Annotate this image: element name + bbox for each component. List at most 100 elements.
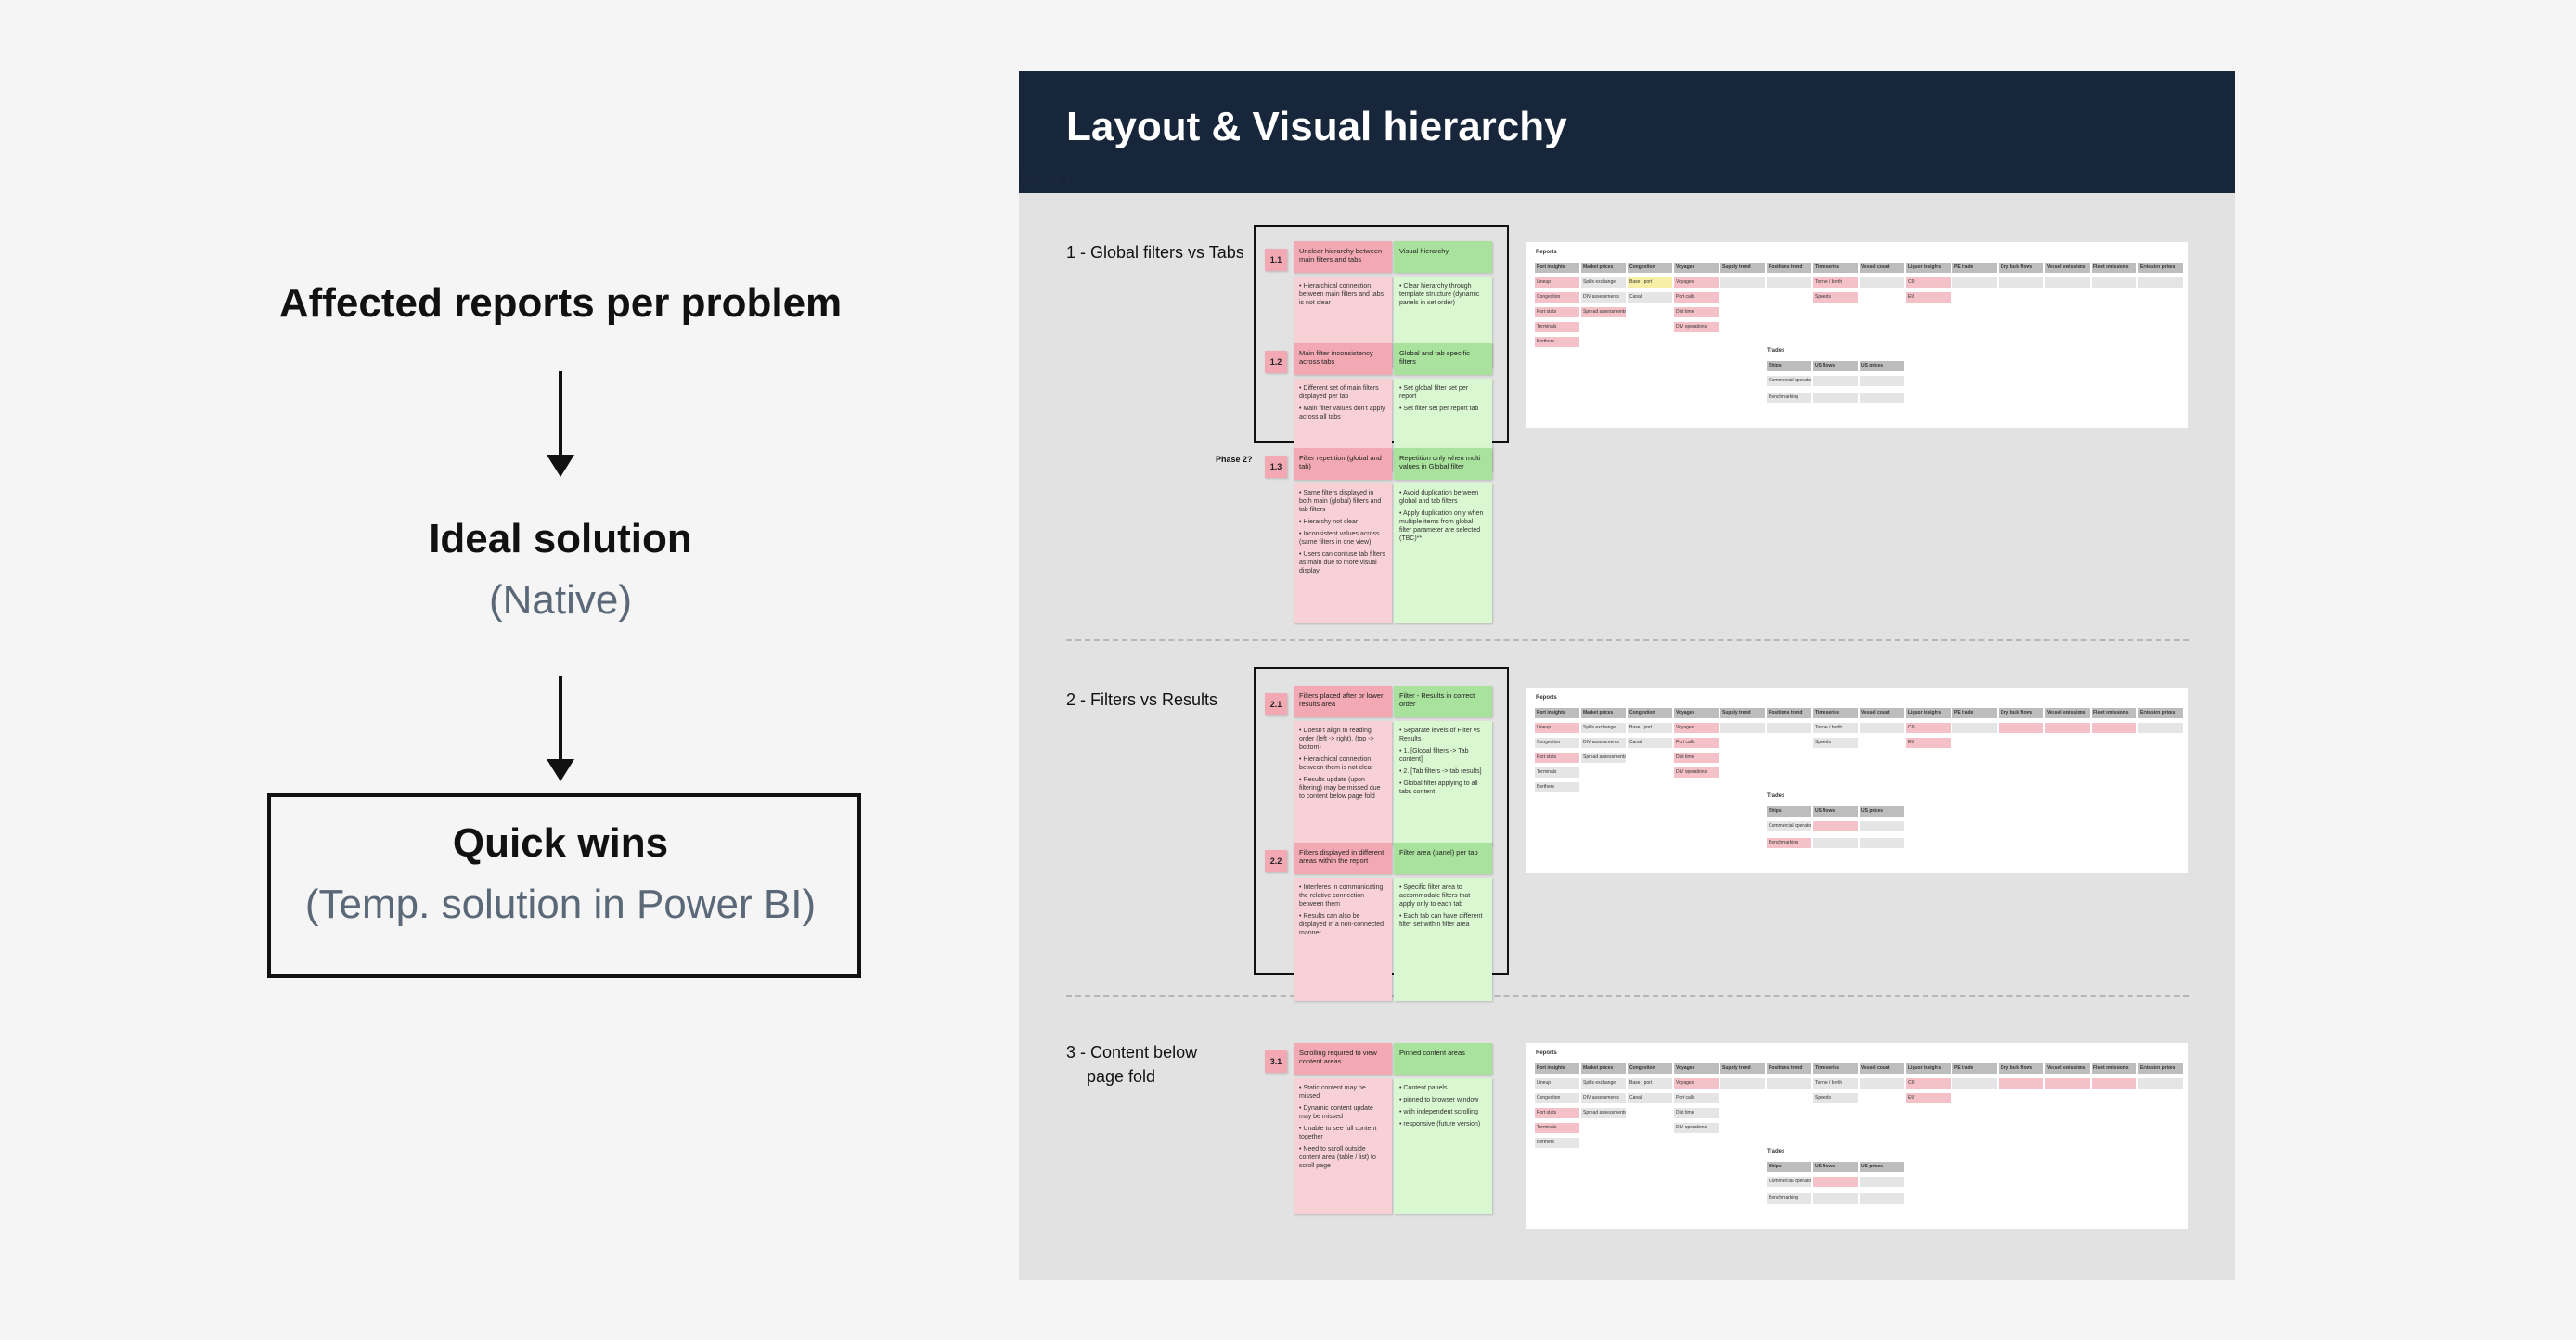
board-header: Layout & Visual hierarchy bbox=[1019, 71, 2235, 193]
problem-sticky-header: Filter repetition (global and tab) bbox=[1294, 448, 1392, 480]
report-matrix-cell: DIV operations bbox=[1674, 767, 1719, 778]
solution-sticky-header: Visual hierarchy bbox=[1394, 241, 1492, 273]
report-matrix-cell bbox=[1999, 1078, 2043, 1089]
report-matrix-cell: Speeds bbox=[1813, 292, 1858, 303]
report-matrix-cell: Port calls bbox=[1674, 738, 1719, 748]
report-matrix-header: Congestion bbox=[1628, 263, 1672, 273]
report-matrix-sub-cell bbox=[1813, 821, 1858, 831]
report-matrix-header: Dry bulk flows bbox=[1999, 263, 2043, 273]
report-matrix-header: Timeseries bbox=[1813, 1063, 1858, 1074]
report-matrix-cell: Spills exchange bbox=[1581, 723, 1626, 733]
report-matrix-sub-cell bbox=[1860, 376, 1904, 386]
report-matrix-sub-cell bbox=[1813, 838, 1858, 848]
report-matrix-sub-cell bbox=[1860, 393, 1904, 403]
report-matrix-cell: CO bbox=[1906, 723, 1951, 733]
report-matrix-header: Vessel emissions bbox=[2045, 1063, 2090, 1074]
report-matrix-header: Supply trend bbox=[1720, 1063, 1765, 1074]
report-matrix-header: Vessel count bbox=[1860, 263, 1904, 273]
phase-2-tag: Phase 2? bbox=[1216, 455, 1253, 464]
report-matrix-header: Market prices bbox=[1581, 708, 1626, 718]
report-matrix-cell bbox=[2138, 723, 2183, 733]
flow-arrow-down-icon bbox=[547, 676, 574, 781]
solution-sticky-body: • Content panels• pinned to browser wind… bbox=[1394, 1078, 1492, 1214]
report-matrix-cell: Port stats bbox=[1535, 1108, 1579, 1118]
report-matrix-sub-cell: Benchmarking bbox=[1767, 393, 1811, 403]
report-matrix-cell: Tonne / berth bbox=[1813, 1078, 1858, 1089]
report-matrix-cell bbox=[2138, 277, 2183, 288]
solution-point: • Content panels bbox=[1399, 1085, 1448, 1091]
report-matrix-header: Fleet emissions bbox=[2092, 1063, 2136, 1074]
report-matrix-cell: Berthers bbox=[1535, 782, 1579, 792]
report-matrix-cell: DIV assessments bbox=[1581, 1093, 1626, 1103]
report-matrix-cell: Voyages bbox=[1674, 277, 1719, 288]
report-matrix-cell: CO bbox=[1906, 277, 1951, 288]
report-matrix-cell bbox=[1860, 277, 1904, 288]
section-label-3-line2: page fold bbox=[1087, 1067, 1156, 1086]
section-label-1: 1 - Global filters vs Tabs bbox=[1066, 243, 1244, 262]
report-matrix-cell: Voyages bbox=[1674, 1078, 1719, 1089]
report-matrix-header: Timeseries bbox=[1813, 708, 1858, 718]
report-matrix-header: Dry bulk flows bbox=[1999, 708, 2043, 718]
report-matrix-header: Dry bulk flows bbox=[1999, 1063, 2043, 1074]
report-matrix-header: Liquor insights bbox=[1906, 263, 1951, 273]
problem-point: • Dynamic content update may be missed bbox=[1299, 1105, 1373, 1120]
flow-step-ideal-solution-sub: (Native) bbox=[488, 577, 633, 623]
sticky-number: 3.1 bbox=[1265, 1050, 1287, 1073]
report-matrix-cell bbox=[1720, 723, 1765, 733]
report-matrix-header: Positions trend bbox=[1767, 708, 1811, 718]
report-matrix-cell bbox=[1767, 277, 1811, 288]
board-title: Layout & Visual hierarchy bbox=[1066, 104, 1567, 149]
report-matrix-cell: Terminals bbox=[1535, 767, 1579, 778]
report-matrix-cell bbox=[2045, 723, 2090, 733]
quick-wins-box bbox=[267, 793, 861, 978]
report-matrix-header: Positions trend bbox=[1767, 263, 1811, 273]
problem-sticky-header: Scrolling required to view content areas bbox=[1294, 1043, 1392, 1075]
report-matrix-cell bbox=[1860, 1078, 1904, 1089]
report-matrix-cell: Port calls bbox=[1674, 292, 1719, 303]
report-matrix-header: Timeseries bbox=[1813, 263, 1858, 273]
phase-tag: Phase 1 bbox=[1021, 171, 1073, 187]
report-matrix-title: Reports bbox=[1536, 250, 1557, 255]
report-matrix-cell: Spread assessments bbox=[1581, 307, 1626, 317]
report-matrix-title: Reports bbox=[1536, 1050, 1557, 1056]
report-matrix-cell: Tonne / berth bbox=[1813, 277, 1858, 288]
report-matrix-sub-cell: Benchmarking bbox=[1767, 838, 1811, 848]
report-matrix-cell: Speeds bbox=[1813, 738, 1858, 748]
solution-sticky-header: Pinned content areas bbox=[1394, 1043, 1492, 1075]
report-matrix-cell: Base / port bbox=[1628, 277, 1672, 288]
report-matrix-cell bbox=[1999, 277, 2043, 288]
report-matrix-header: Supply trend bbox=[1720, 263, 1765, 273]
problem-sticky-header: Unclear hierarchy between main filters a… bbox=[1294, 241, 1392, 273]
report-matrix-header: Liquor insights bbox=[1906, 708, 1951, 718]
report-matrix-cell bbox=[1720, 277, 1765, 288]
problem-point: • Results update (upon filtering) may be… bbox=[1299, 777, 1381, 800]
section-label-3-line1: 3 - Content below bbox=[1066, 1043, 1198, 1062]
report-matrix-cell bbox=[1952, 277, 1997, 288]
report-matrix-cell: Port stats bbox=[1535, 307, 1579, 317]
report-matrix-cell: Congestion bbox=[1535, 1093, 1579, 1103]
report-matrix-header: Emission prices bbox=[2138, 1063, 2183, 1074]
report-matrix-header: Vessel emissions bbox=[2045, 708, 2090, 718]
report-matrix-cell: Spread assessments bbox=[1581, 1108, 1626, 1118]
report-matrix-cell: Canal bbox=[1628, 1093, 1672, 1103]
report-matrix-cell bbox=[1720, 1078, 1765, 1089]
solution-sticky-body: • Separate levels of Filter vs Results• … bbox=[1394, 721, 1492, 845]
report-matrix-header: Emission prices bbox=[2138, 263, 2183, 273]
report-matrix-cell: Lineup bbox=[1535, 723, 1579, 733]
problem-point: • Main filter values don't apply across … bbox=[1299, 406, 1385, 420]
report-matrix-header: PE trade bbox=[1952, 263, 1997, 273]
flow-step-quick-wins: Quick wins bbox=[452, 820, 669, 866]
solution-sticky-body: • Specific filter area to accommodate fi… bbox=[1394, 878, 1492, 1001]
report-matrix-header: Vessel count bbox=[1860, 708, 1904, 718]
section-divider bbox=[1066, 639, 2189, 641]
report-matrix-cell: Port stats bbox=[1535, 753, 1579, 763]
report-matrix-sub-header: Ships bbox=[1767, 361, 1811, 371]
report-matrix-cell: DIV operations bbox=[1674, 322, 1719, 332]
problem-point: • Doesn't align to reading order (left -… bbox=[1299, 728, 1374, 751]
problem-point: • Hierarchical connection between main f… bbox=[1299, 283, 1385, 306]
report-matrix-cell: Speeds bbox=[1813, 1093, 1858, 1103]
report-matrix-subtitle: Trades bbox=[1767, 793, 1785, 799]
flow-step-ideal-solution: Ideal solution bbox=[429, 516, 692, 561]
report-matrix-sub-header: US flows bbox=[1813, 361, 1858, 371]
report-matrix-sub-header: US prices bbox=[1860, 1162, 1904, 1172]
